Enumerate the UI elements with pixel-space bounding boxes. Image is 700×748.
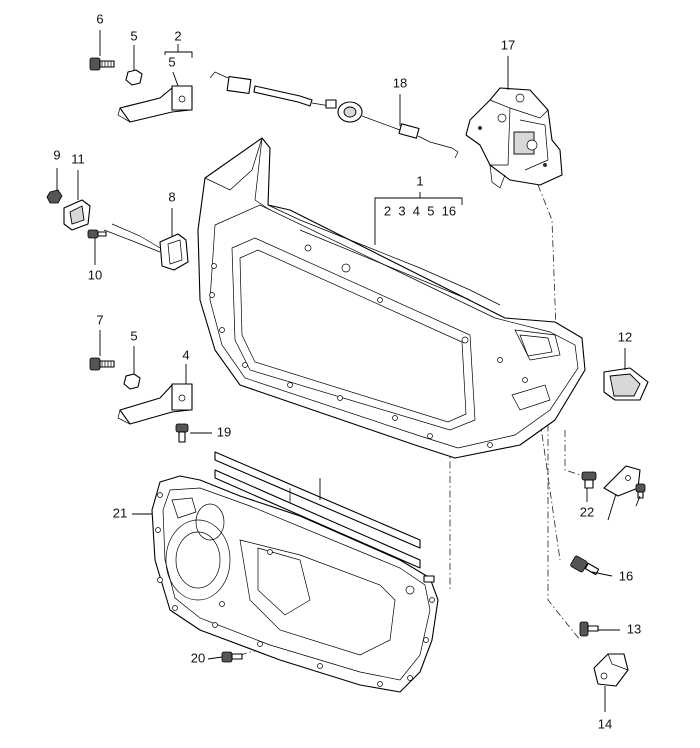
callout-6: 8	[168, 189, 175, 204]
callout-4-upper: 5	[130, 28, 137, 43]
callout-18: 21	[113, 505, 127, 520]
door-shell	[197, 137, 586, 459]
callout-2-sub: 5	[168, 54, 175, 69]
callout-16: 19	[217, 424, 231, 439]
callout-13: 16	[619, 568, 633, 583]
screw-16	[175, 423, 189, 443]
callout-17: 20	[191, 650, 205, 665]
hinge-upper	[117, 85, 193, 123]
door-lock	[465, 87, 563, 189]
callout-8: 10	[88, 267, 102, 282]
bolt-lower	[89, 357, 115, 371]
bolt-upper	[89, 57, 115, 71]
callout-7: 9	[53, 147, 60, 162]
leader-lines	[56, 30, 641, 712]
window-seal-strip	[214, 451, 421, 569]
door-check-strap	[103, 223, 189, 271]
part-9-stop	[63, 199, 91, 231]
callout-5-upper: 6	[96, 11, 103, 26]
callout-19: 22	[580, 504, 594, 519]
part-11-screw	[579, 621, 599, 637]
release-cable	[209, 71, 459, 159]
callout-4-lower: 5	[130, 328, 137, 343]
callouts: 6 5 2 5 17 18 1 2 3 4 5 16 9 11 8 10 7 5…	[53, 11, 641, 731]
mirror-trim	[603, 367, 649, 401]
callout-12: 14	[598, 716, 612, 731]
nut-upper	[125, 69, 143, 86]
part-21-clip	[635, 483, 646, 499]
callout-3: 4	[182, 347, 189, 362]
nut-lower	[123, 373, 141, 390]
callout-1-sub: 2 3 4 5 16	[384, 203, 456, 218]
part-19-screw	[581, 471, 597, 489]
part-20-cover	[603, 465, 641, 497]
hinge-lower	[117, 383, 193, 425]
callout-2: 2	[174, 28, 181, 43]
part-7-nut	[46, 189, 63, 204]
part-12-cap	[593, 653, 629, 687]
callout-11: 13	[627, 621, 641, 636]
part-13-bolt	[570, 555, 600, 576]
part-8-screw	[87, 229, 107, 239]
callout-1: 1	[416, 173, 423, 188]
callout-9: 11	[71, 151, 85, 166]
callout-5-lower: 7	[96, 312, 103, 327]
callout-10: 12	[618, 329, 632, 344]
part-17-screw	[221, 651, 243, 663]
callout-15: 18	[393, 75, 407, 90]
door-trim-panel	[151, 475, 439, 693]
callout-14: 17	[501, 37, 515, 52]
